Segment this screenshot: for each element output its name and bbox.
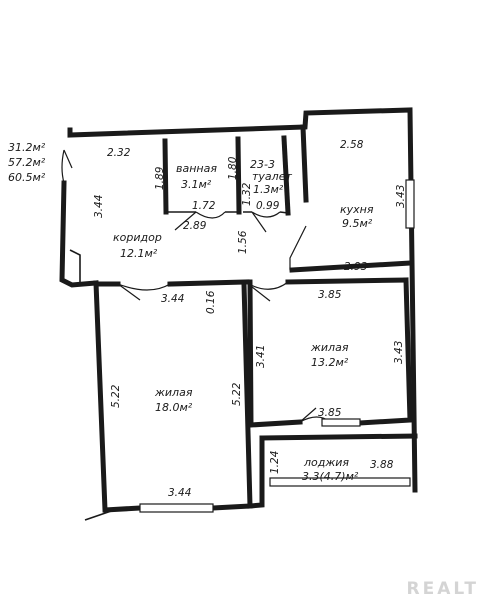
- dim-2-89: 2.89: [183, 220, 207, 232]
- wall-corridor-bottom-right: [285, 277, 409, 285]
- wall-kitchen-left: [300, 124, 309, 203]
- room-corridor-area: 12.1м²: [120, 247, 158, 260]
- wall-toilet-bottom: [243, 211, 289, 214]
- door-living-small: [246, 281, 289, 302]
- room-toilet-index: 23-3: [250, 158, 275, 171]
- dim-2-58: 2.58: [340, 139, 364, 151]
- door-entrance: [61, 149, 73, 184]
- dim-1-32: 1.32: [241, 182, 253, 206]
- room-living-big-name: жилая: [154, 386, 193, 399]
- area-with-loggia: 60.5м²: [8, 171, 46, 184]
- dim-1-56: 1.56: [237, 230, 249, 254]
- wall-loggia-top: [259, 433, 418, 441]
- interior-walls: [95, 124, 418, 509]
- dim-2-32: 2.32: [107, 147, 131, 159]
- wall-corridor-bottom-mid: [167, 279, 250, 287]
- outer-wall-bottom: [93, 280, 265, 513]
- room-living-small-area: 13.2м²: [311, 356, 349, 369]
- windows: [139, 179, 415, 513]
- wall-kitchen-bottom: [289, 260, 413, 273]
- door-corridor-left: [117, 283, 171, 301]
- outer-stub-bottom-left: [84, 507, 121, 521]
- living-area-total: 31.2м²: [8, 141, 46, 154]
- room-kitchen-area: 9.5м²: [342, 217, 373, 230]
- outer-wall-left: [59, 180, 99, 288]
- room-living-small-name: жилая: [310, 341, 349, 354]
- dim-3-43-kitchen: 3.43: [395, 185, 407, 208]
- wall-small-room-right: [357, 277, 413, 426]
- dim-0-99: 0.99: [256, 200, 280, 212]
- dim-5-22-left: 5.22: [110, 384, 122, 408]
- outer-wall-top: [67, 107, 418, 493]
- window-living-small: [321, 418, 361, 427]
- dim-1-24: 1.24: [269, 451, 281, 474]
- dim-3-44-corridor: 3.44: [93, 195, 105, 218]
- total-area: 57.2м²: [8, 156, 46, 169]
- room-living-big-area: 18.0м²: [155, 401, 193, 414]
- room-corridor-name: коридор: [113, 231, 162, 244]
- dim-3-44-bottom: 3.44: [168, 487, 191, 499]
- window-living-big: [139, 503, 214, 513]
- dim-1-72: 1.72: [192, 200, 216, 212]
- door-bathroom: [174, 211, 226, 231]
- wall-between-rooms: [241, 281, 253, 509]
- dim-3-88: 3.88: [370, 459, 394, 471]
- dim-2-93: 2.93: [344, 261, 367, 273]
- wall-bathroom-toilet: [235, 136, 242, 215]
- dim-3-85-top: 3.85: [318, 289, 342, 301]
- dim-1-80: 1.80: [227, 156, 239, 180]
- dim-0-16: 0.16: [205, 290, 217, 314]
- room-kitchen-name: кухня: [340, 203, 374, 216]
- watermark: REALT: [406, 579, 479, 599]
- room-bathroom-name: ванная: [176, 162, 217, 175]
- dim-3-44-door: 3.44: [161, 293, 184, 305]
- door-kitchen: [289, 225, 307, 270]
- room-bathroom-area: 3.1м²: [181, 178, 212, 191]
- window-loggia: [269, 477, 411, 487]
- wall-bathroom-left: [162, 138, 169, 215]
- room-toilet-area: 1.3м²: [253, 183, 284, 196]
- room-loggia-area: 3.3(4.7)м²: [302, 470, 359, 483]
- outer-stub-left: [69, 249, 81, 282]
- wall-small-room-left: [247, 279, 303, 428]
- door-toilet: [251, 211, 281, 233]
- doors: [61, 149, 331, 423]
- room-loggia-name: лоджия: [303, 456, 349, 469]
- dim-1-89: 1.89: [154, 166, 166, 190]
- dim-3-41: 3.41: [255, 345, 267, 368]
- outer-walls: [59, 107, 418, 521]
- dim-3-85-bottom: 3.85: [318, 407, 342, 419]
- dim-3-43-room: 3.43: [393, 341, 405, 364]
- window-kitchen: [405, 179, 415, 229]
- room-toilet-name: туалет: [252, 170, 292, 183]
- dim-5-22-right: 5.22: [231, 382, 243, 406]
- wall-toilet-right: [281, 135, 291, 216]
